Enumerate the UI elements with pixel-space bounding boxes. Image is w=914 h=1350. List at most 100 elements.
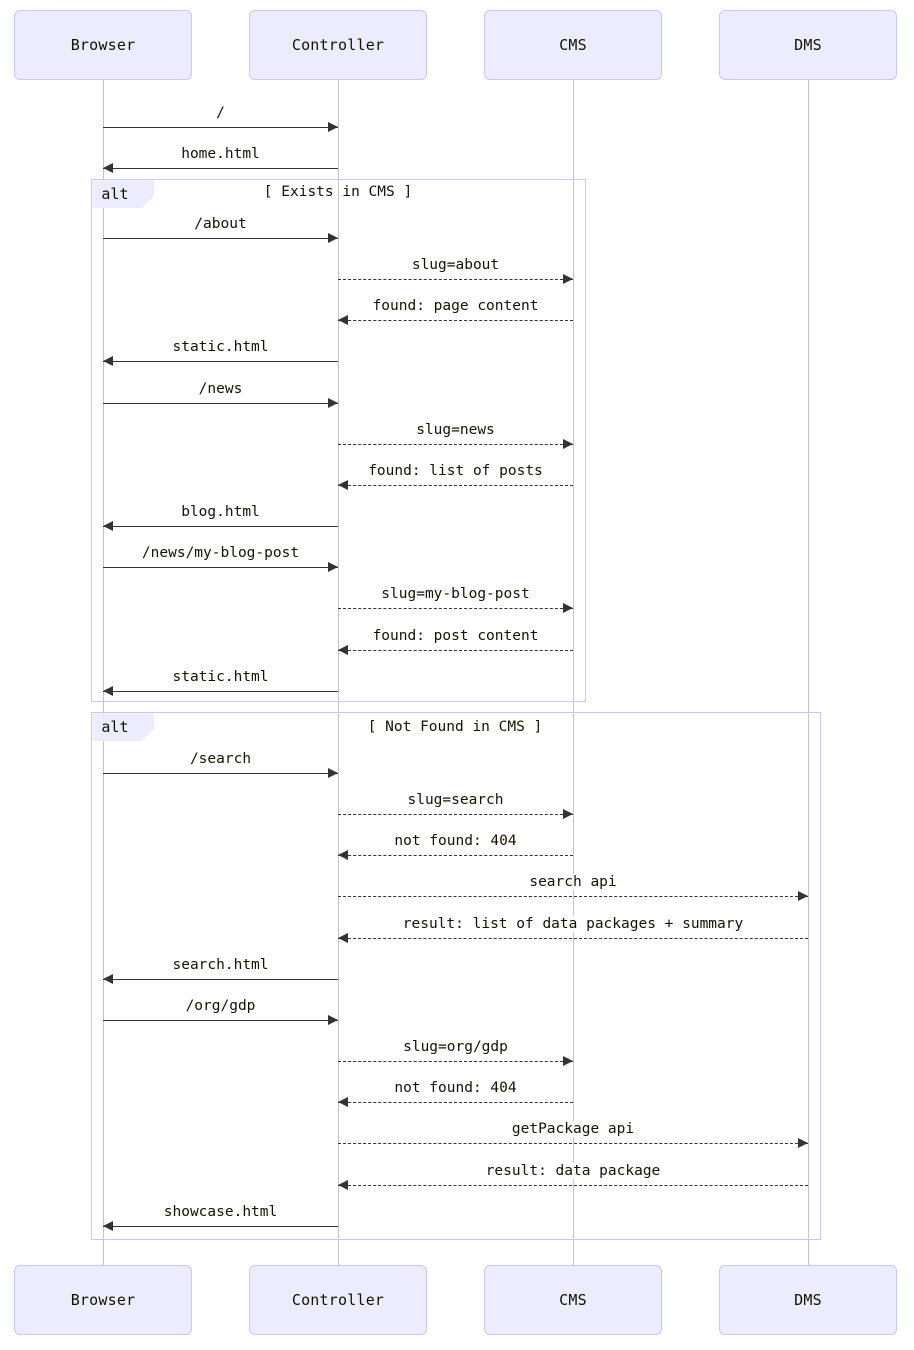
- participant-label: CMS: [559, 1291, 587, 1309]
- participant-box-top-dms[interactable]: DMS: [719, 10, 897, 80]
- arrowhead-left: [103, 1221, 113, 1232]
- message-label-m6: static.html: [169, 339, 272, 355]
- message-label-m22: slug=org/gdp: [400, 1039, 511, 1055]
- arrowhead-left: [338, 315, 348, 326]
- message-line-m1: [103, 127, 338, 128]
- message-label-m1: /: [213, 105, 228, 121]
- arrowhead-left: [103, 356, 113, 367]
- message-label-m5: found: page content: [369, 298, 542, 314]
- message-label-m13: found: post content: [369, 628, 542, 644]
- message-line-m5: [338, 320, 573, 321]
- arrowhead-right: [563, 1056, 573, 1067]
- message-line-m12: [338, 608, 573, 609]
- arrowhead-right: [328, 398, 338, 409]
- message-line-m17: [338, 855, 573, 856]
- message-line-m23: [338, 1102, 573, 1103]
- message-line-m8: [338, 444, 573, 445]
- arrowhead-right: [328, 233, 338, 244]
- message-label-m18: search api: [526, 874, 620, 890]
- message-label-m26: showcase.html: [160, 1204, 281, 1220]
- message-label-m20: search.html: [169, 957, 272, 973]
- alt-condition-text: [ Exists in CMS ]: [263, 184, 413, 200]
- participant-label: DMS: [794, 36, 822, 54]
- arrowhead-left: [338, 645, 348, 656]
- message-line-m26: [103, 1226, 338, 1227]
- arrowhead-left: [338, 480, 348, 491]
- message-line-m24: [338, 1143, 808, 1144]
- message-line-m11: [103, 567, 338, 568]
- message-label-m9: found: list of posts: [365, 463, 546, 479]
- message-line-m13: [338, 650, 573, 651]
- message-line-m20: [103, 979, 338, 980]
- arrowhead-right: [563, 274, 573, 285]
- message-label-m8: slug=news: [413, 422, 498, 438]
- arrowhead-left: [338, 1097, 348, 1108]
- arrowhead-left: [103, 686, 113, 697]
- message-line-m18: [338, 896, 808, 897]
- message-label-m16: slug=search: [404, 792, 507, 808]
- participant-label: CMS: [559, 36, 587, 54]
- arrowhead-left: [338, 933, 348, 944]
- participant-box-top-browser[interactable]: Browser: [14, 10, 192, 80]
- participant-label: Controller: [291, 1291, 385, 1309]
- message-line-m21: [103, 1020, 338, 1021]
- arrowhead-right: [328, 562, 338, 573]
- message-line-m4: [338, 279, 573, 280]
- message-label-m11: /news/my-blog-post: [138, 545, 303, 561]
- message-line-m16: [338, 814, 573, 815]
- lifeline-dms: [807, 80, 809, 1265]
- participant-label: Browser: [70, 36, 136, 54]
- alt-operator-label: alt: [92, 713, 155, 742]
- arrowhead-right: [563, 439, 573, 450]
- alt-operator-label: alt: [92, 180, 155, 209]
- message-label-m25: result: data package: [482, 1163, 664, 1179]
- message-label-m7: /news: [195, 381, 246, 397]
- message-label-m21: /org/gdp: [182, 998, 259, 1014]
- message-line-m10: [103, 526, 338, 527]
- alt-fragment-alt: [91, 179, 586, 702]
- message-line-m3: [103, 238, 338, 239]
- arrowhead-left: [338, 850, 348, 861]
- message-line-m22: [338, 1061, 573, 1062]
- arrowhead-left: [103, 974, 113, 985]
- arrowhead-left: [103, 163, 113, 174]
- message-line-m6: [103, 361, 338, 362]
- lifeline-cms: [572, 80, 574, 1265]
- message-label-m15: /search: [186, 751, 255, 767]
- message-line-m9: [338, 485, 573, 486]
- message-line-m14: [103, 691, 338, 692]
- message-label-m2: home.html: [178, 146, 263, 162]
- message-line-m2: [103, 168, 338, 169]
- message-label-m24: getPackage api: [508, 1121, 638, 1137]
- arrowhead-right: [563, 603, 573, 614]
- message-line-m19: [338, 938, 808, 939]
- arrowhead-left: [103, 521, 113, 532]
- arrowhead-right: [328, 768, 338, 779]
- message-label-m19: result: list of data packages + summary: [399, 916, 747, 932]
- participant-box-bottom-controller[interactable]: Controller: [249, 1265, 427, 1335]
- alt-condition-text: [ Not Found in CMS ]: [367, 719, 543, 735]
- message-label-m10: blog.html: [178, 504, 263, 520]
- participant-box-top-cms[interactable]: CMS: [484, 10, 662, 80]
- participant-label: Controller: [291, 36, 385, 54]
- message-line-m7: [103, 403, 338, 404]
- lifeline-browser: [102, 80, 104, 1265]
- alt-operator-text: alt: [101, 718, 129, 737]
- message-label-m4: slug=about: [408, 257, 503, 273]
- message-label-m14: static.html: [169, 669, 272, 685]
- message-label-m12: slug=my-blog-post: [378, 586, 533, 602]
- alt-operator-text: alt: [101, 185, 129, 204]
- message-label-m17: not found: 404: [391, 833, 520, 849]
- message-label-m23: not found: 404: [391, 1080, 520, 1096]
- arrowhead-left: [338, 1180, 348, 1191]
- arrowhead-right: [328, 122, 338, 133]
- arrowhead-right: [563, 809, 573, 820]
- participant-label: DMS: [794, 1291, 822, 1309]
- participant-box-bottom-cms[interactable]: CMS: [484, 1265, 662, 1335]
- participant-box-top-controller[interactable]: Controller: [249, 10, 427, 80]
- participant-box-bottom-dms[interactable]: DMS: [719, 1265, 897, 1335]
- participant-box-bottom-browser[interactable]: Browser: [14, 1265, 192, 1335]
- message-line-m15: [103, 773, 338, 774]
- arrowhead-right: [798, 1138, 808, 1149]
